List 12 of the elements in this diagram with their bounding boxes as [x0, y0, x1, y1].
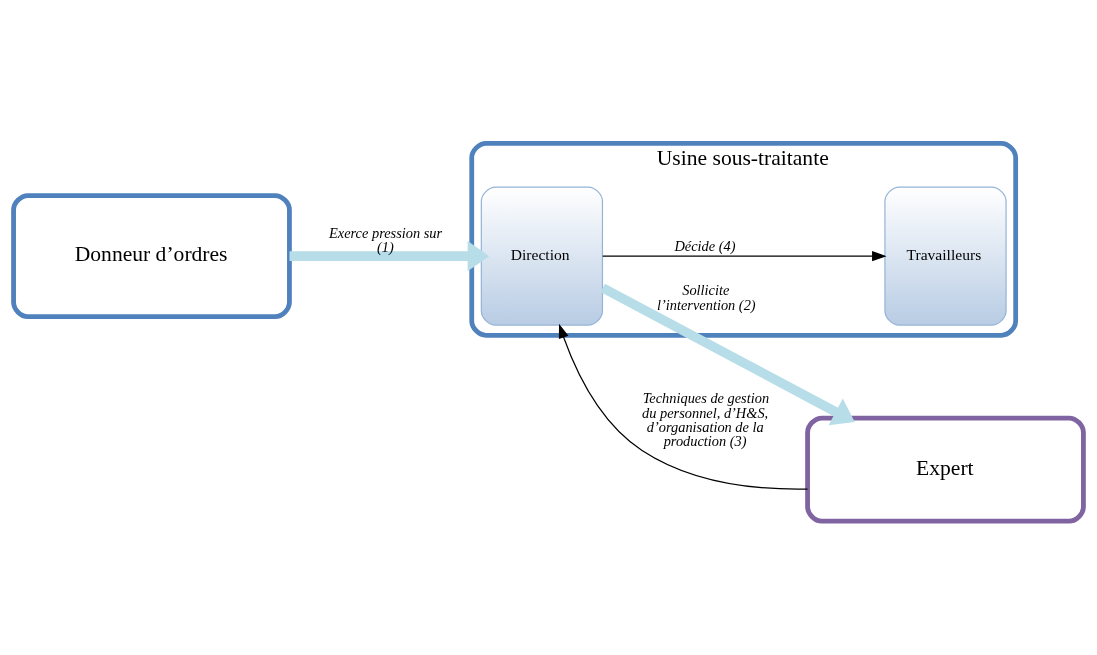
node-box: Direction — [480, 186, 604, 326]
edge-label: Techniques de gestion du personnel, d’H&S, d’organisation de la production (3) — [642, 390, 770, 450]
edge-label: Exerce pression sur (1) — [329, 224, 443, 256]
arrow — [289, 241, 490, 272]
edge-label: Décide (4) — [674, 237, 736, 254]
arrow — [602, 251, 887, 262]
node-box: Travailleurs — [884, 186, 1007, 326]
node-box: Donneur d’ordres — [11, 193, 292, 320]
edge-label: Sollicite l’intervention (2) — [657, 282, 756, 313]
arrow — [600, 283, 855, 426]
node-box: Expert — [805, 415, 1086, 524]
arrow — [558, 323, 809, 490]
